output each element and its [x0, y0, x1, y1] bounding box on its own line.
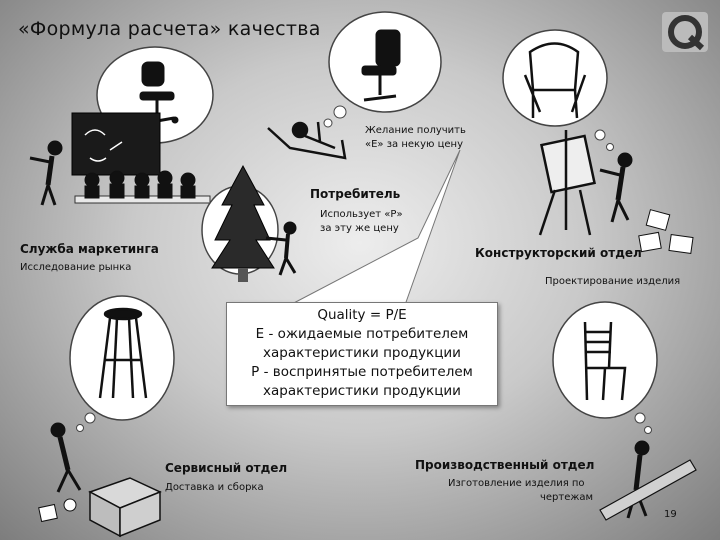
service-worker-figure [50, 422, 82, 493]
service-activity: Доставка и сборка [165, 482, 264, 493]
armchair-icon [523, 42, 587, 119]
cardboard-box-icon [88, 477, 162, 538]
marketing-label: Служба маркетинга [20, 242, 159, 256]
scattered-drawings [638, 209, 694, 255]
production-label: Производственный отдел [415, 458, 595, 472]
quality-formula-box: Quality = P/E E - ожидаемые потребителем… [226, 302, 498, 406]
audience-bench [74, 170, 211, 204]
dragging-figure [265, 221, 297, 276]
production-activity-line2: чертежам [540, 492, 594, 503]
slide-title: «Формула расчета» качества [18, 18, 321, 40]
saw-icon [599, 459, 697, 521]
gear-icon [38, 498, 77, 523]
formula-line3: характеристики продукции [263, 345, 461, 361]
bar-stool-icon [98, 307, 148, 399]
designer-figure [599, 152, 633, 223]
formula-line2: E - ожидаемые потребителем [255, 326, 469, 342]
service-label: Сервисный отдел [165, 461, 288, 475]
consumer-label: Потребитель [310, 187, 401, 201]
page-number: 19 [664, 509, 677, 520]
thought-cloud-service [69, 295, 175, 432]
wooden-chair-icon [583, 321, 627, 401]
consumer-wish-line2: «E» за некую цену [365, 139, 464, 150]
thought-cloud-production [552, 301, 658, 434]
production-activity-line1: Изготовление изделия по [448, 478, 585, 489]
consumer-uses-line1: Использует «P» [320, 209, 403, 220]
executive-chair-icon [361, 29, 401, 102]
design-activity: Проектирование изделия [545, 276, 681, 287]
reclining-consumer-figure [267, 121, 347, 160]
design-label: Конструкторский отдел [475, 246, 642, 260]
presenter-figure [29, 140, 63, 206]
formula-line4: P - воспринятые потребителем [251, 364, 473, 380]
easel-icon [538, 130, 596, 236]
consumer-uses-line2: за эту же цену [320, 223, 399, 234]
formula-line5: характеристики продукции [263, 383, 461, 399]
christmas-tree-icon [201, 164, 279, 282]
logo-q-icon [660, 10, 710, 54]
presentation-board [71, 112, 161, 176]
marketing-activity: Исследование рынка [20, 262, 132, 273]
formula-line1: Quality = P/E [317, 307, 407, 323]
consumer-wish-line1: Желание получить [365, 125, 466, 136]
